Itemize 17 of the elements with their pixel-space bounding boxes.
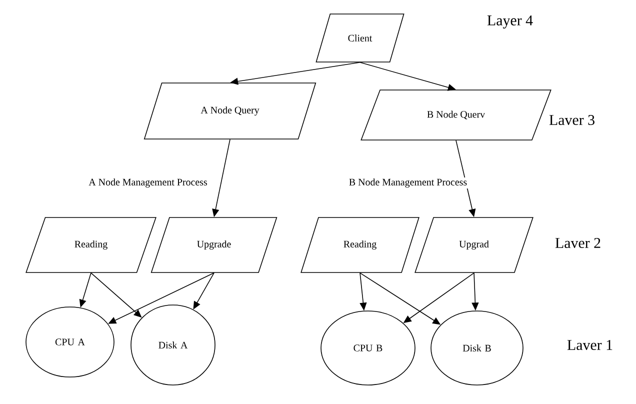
edge-label: B Node Management Process <box>348 177 468 189</box>
ellipse-node: Disk A <box>130 304 216 386</box>
layer-label: Laver 3 <box>549 115 594 126</box>
parallelogram-box: Client <box>316 14 404 62</box>
ellipse-node: CPU B <box>320 310 416 386</box>
arrow <box>193 272 214 310</box>
layer-label: Laver 1 <box>567 340 612 350</box>
parallelogram-box: Reading <box>300 217 420 273</box>
parallelogram-box: A Node Query <box>144 82 316 140</box>
ellipse-node: CPU A <box>26 306 114 378</box>
edge-label: A Node Management Process <box>88 177 208 189</box>
parallelogram-box: Reading <box>26 217 156 273</box>
ellipse-node: Disk B <box>430 310 524 386</box>
parallelogram-box: Upgrade <box>150 217 278 273</box>
layer-label: Layer 4 <box>487 15 533 29</box>
parallelogram-box: Upgrad <box>414 217 534 273</box>
layer-label: Laver 2 <box>555 238 600 248</box>
